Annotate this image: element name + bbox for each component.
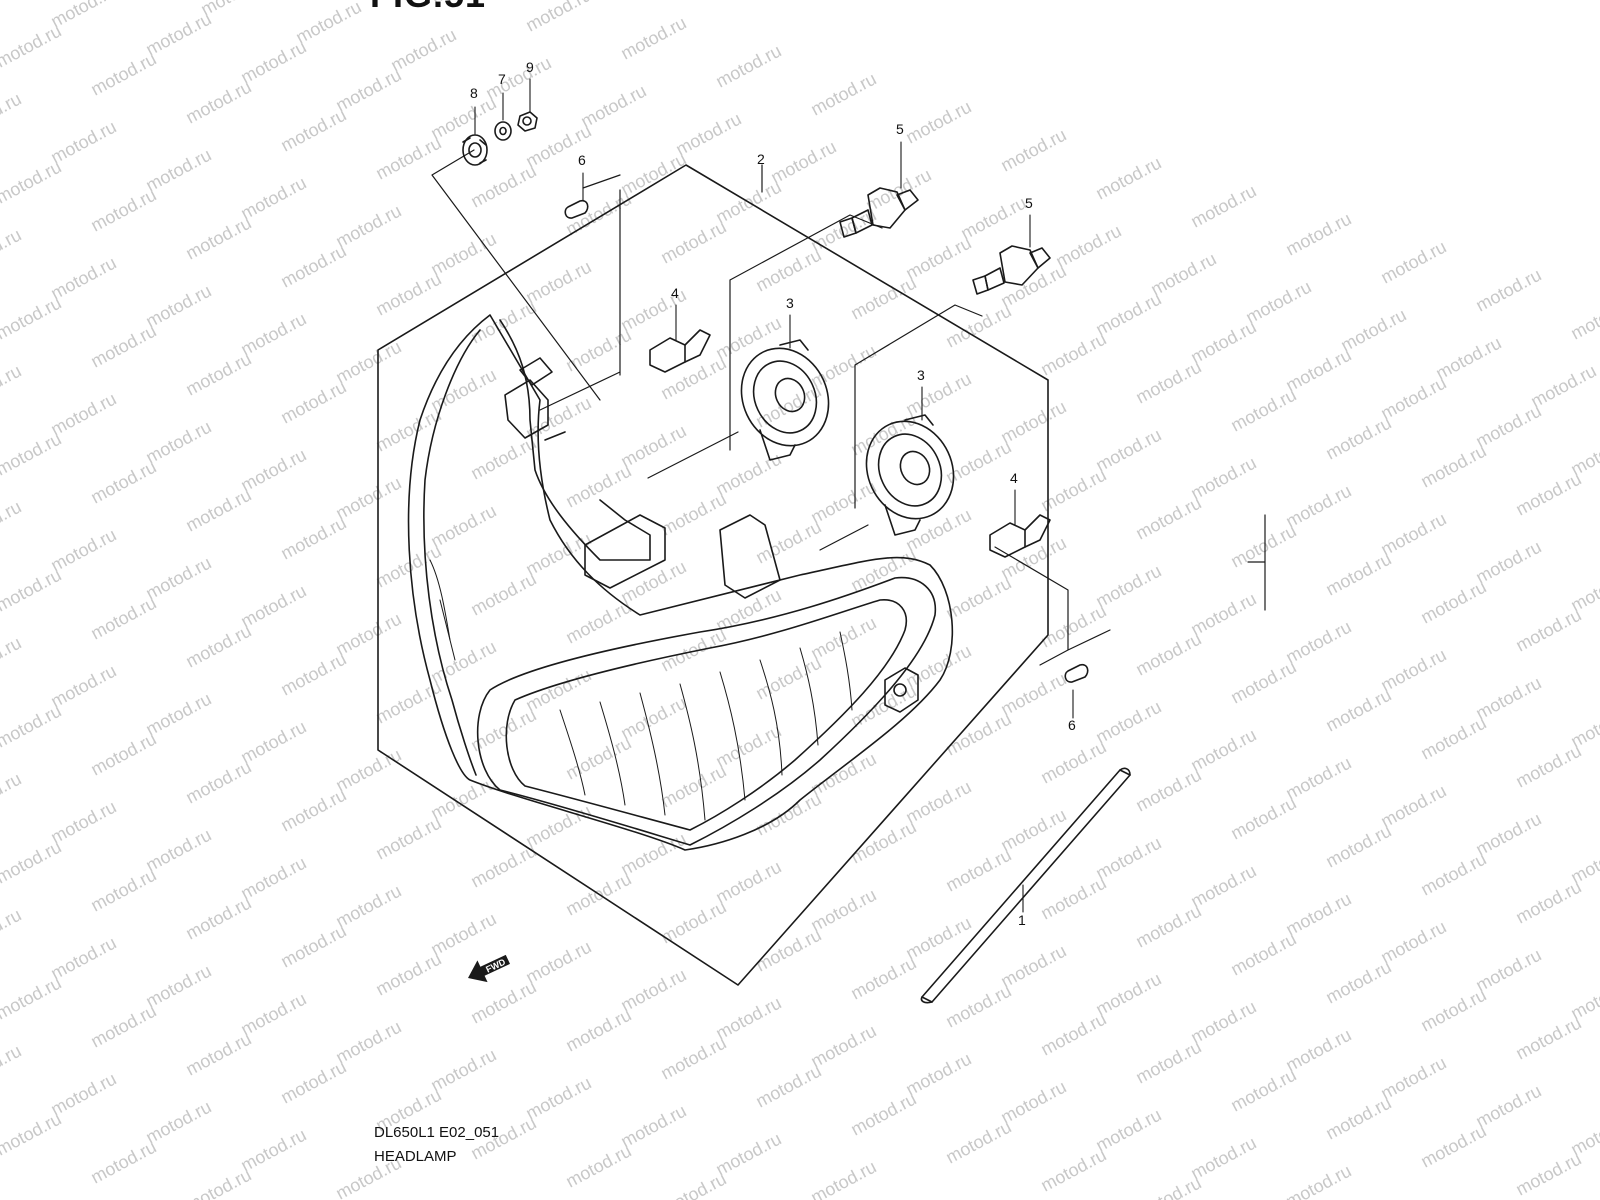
position-bulb-upper (564, 199, 589, 219)
callout-2: 2 (757, 151, 765, 167)
headlamp-lens-inner (505, 599, 907, 831)
figure-title: FIG.51 (370, 0, 486, 16)
callout-1: 1 (1018, 912, 1026, 928)
bulb-socket-lower (865, 414, 955, 536)
callout-9: 9 (526, 59, 534, 75)
callout-3-lower: 3 (917, 367, 925, 383)
washer-7 (494, 121, 512, 141)
grommet-8 (462, 134, 488, 166)
housing-left-bezel (423, 329, 481, 776)
housing-bracket-right (719, 514, 781, 599)
position-bulb-lower (1064, 663, 1089, 683)
callout-4-upper: 4 (671, 285, 679, 301)
assembly-frame (377, 164, 1049, 986)
callout-5-lower: 5 (1025, 195, 1033, 211)
bulb-h4-upper (839, 187, 919, 238)
callout-3-upper: 3 (786, 295, 794, 311)
callout-8: 8 (470, 85, 478, 101)
callout-4-lower: 4 (1010, 470, 1018, 486)
leader-lines (431, 149, 1111, 666)
figure-name: HEADLAMP (374, 1148, 457, 1165)
callout-5-upper: 5 (896, 121, 904, 137)
housing-tab-left (504, 379, 549, 439)
bulb-socket-upper (740, 339, 830, 461)
adjuster-bolt (884, 667, 919, 713)
headlamp-housing (407, 314, 954, 851)
position-socket-upper (649, 329, 711, 373)
callout-6-lower: 6 (1068, 717, 1076, 733)
bulb-h4-lower (972, 245, 1051, 295)
housing-bracket-top (584, 514, 666, 589)
callout-7: 7 (498, 71, 506, 87)
position-socket-lower (989, 514, 1051, 558)
edge-marker (1247, 514, 1266, 611)
nut-9 (517, 111, 538, 132)
headlamp-strip-1 (921, 769, 1131, 1003)
model-code: DL650L1 E02_051 (374, 1124, 500, 1141)
callout-6-upper: 6 (578, 152, 586, 168)
fwd-arrow-icon: FWD (468, 954, 510, 983)
housing-tab-top (519, 357, 553, 386)
housing-upper-arm (499, 319, 651, 561)
headlamp-lens (476, 576, 937, 846)
